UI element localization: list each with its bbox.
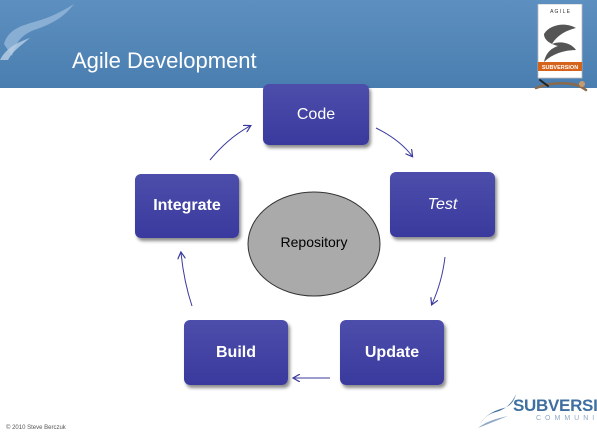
badge-bottom-text: SUBVERSION [542,65,578,71]
step-code-label: Code [296,105,336,123]
step-build-box: Build [184,320,288,385]
footer-brand-sub: COMMUNITY [536,415,597,422]
arrow-integrate-to-code [209,126,250,161]
step-integrate-label: Integrate [153,197,221,214]
step-integrate-box: Integrate [135,174,239,238]
step-test-box: Test [390,172,495,237]
swoosh-s-icon [478,394,516,428]
badge-top-text: A G I L E [550,9,570,15]
arrow-build-to-integrate [181,253,193,307]
step-code-box: Code [263,84,369,145]
swoosh-s-icon [0,4,74,60]
step-update-label: Update [364,343,420,361]
step-update-box: Update [340,320,444,385]
headstand-person-icon [534,79,588,92]
repository-ellipse [247,191,381,297]
arrow-code-to-test [375,127,412,156]
copyright-text: © 2010 Steve Berczuk [6,425,66,431]
slide-header: Agile Development [0,0,597,88]
step-test-label: Test [427,195,458,213]
slide-title: Agile Development [72,48,257,73]
footer-brand-name: SUBVERSION [513,396,597,415]
arrow-test-to-update [432,256,446,304]
agile-subversion-badge: A G I L E SUBVERSION [534,4,588,92]
step-build-label: Build [216,343,256,361]
repository-label: Repository [280,234,348,250]
